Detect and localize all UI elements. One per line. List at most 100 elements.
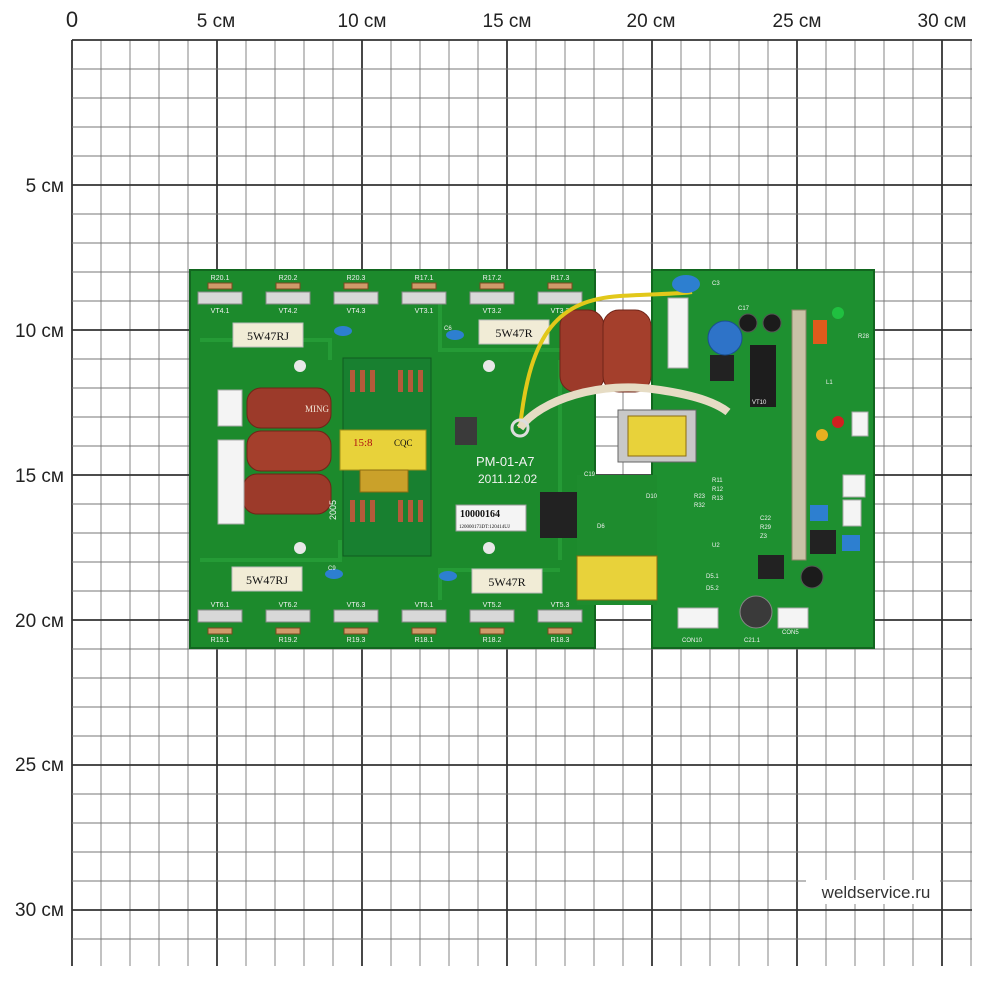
- silkscreen-label: U2: [712, 543, 720, 549]
- capacitor: [672, 275, 700, 293]
- connector: [851, 411, 869, 437]
- y-axis-labels: 5 см 10 см 15 см 20 см 25 см 30 см: [15, 176, 64, 921]
- silkscreen-labels: R23R32D10D6D5.1D5.2R11R12R13C22R29Z3L1VT…: [328, 281, 870, 644]
- silkscreen-label: R23: [694, 494, 706, 500]
- connector-label: CON5: [782, 630, 799, 636]
- mount-hole: [294, 542, 306, 554]
- connector-label: C6: [444, 326, 452, 332]
- watermark: weldservice.ru: [821, 883, 931, 902]
- silkscreen-label: D5.1: [706, 574, 719, 580]
- igbt-footprint: [265, 609, 311, 623]
- resistor-label: 5W47R: [488, 575, 525, 589]
- y-label-25: 25 см: [15, 755, 64, 776]
- x-label-20: 20 см: [627, 11, 676, 32]
- x-label-25: 25 см: [773, 11, 822, 32]
- thermistor: [455, 417, 477, 445]
- white-wire: [516, 383, 731, 431]
- silkscreen-label: R32: [694, 503, 706, 509]
- capacitor: [334, 326, 352, 336]
- capacitor: [439, 571, 457, 581]
- capacitor: [739, 595, 773, 629]
- silkscreen-label: D5.2: [706, 586, 719, 592]
- x-label-30: 30 см: [918, 11, 967, 32]
- trimmer: [842, 535, 860, 551]
- silkscreen-label: C22: [760, 516, 772, 522]
- mains-capacitors: [559, 309, 652, 393]
- x-label-0: 0: [66, 7, 78, 32]
- transistor-label: VT3.1: [415, 308, 434, 315]
- left-pcb: VT4.1R20.1VT4.2R20.2VT4.3R20.3VT3.1R17.1…: [189, 269, 596, 649]
- silkscreen-label: R11: [712, 478, 723, 484]
- resistor: [343, 627, 369, 635]
- igbt-footprint: [333, 291, 379, 305]
- igbt-footprint: [401, 609, 447, 623]
- capacitor-label: MING: [305, 404, 329, 414]
- mount-hole: [483, 542, 495, 554]
- y-label-5: 5 см: [26, 176, 64, 197]
- right-pcb: R23R32D10D6D5.1D5.2R11R12R13C22R29Z3L1VT…: [328, 269, 875, 649]
- connector-label: CON10: [682, 638, 703, 644]
- resistor: [207, 282, 233, 290]
- mount-hole: [294, 360, 306, 372]
- led: [832, 416, 844, 428]
- resistor: [343, 282, 369, 290]
- led: [813, 320, 827, 344]
- igbt-footprint: [469, 291, 515, 305]
- resistor: [479, 282, 505, 290]
- ceramic-resistor-bottom-mid: 5W47R: [471, 568, 543, 594]
- disc-capacitor: [707, 320, 743, 356]
- igbt-footprint: [537, 609, 583, 623]
- silkscreen-label: D6: [597, 524, 605, 530]
- igbt-footprint: [401, 291, 447, 305]
- silkscreen-label: D10: [646, 494, 658, 500]
- silkscreen-label: R28: [858, 334, 870, 340]
- igbt-footprint: [333, 609, 379, 623]
- silkscreen-label: C17: [738, 306, 750, 312]
- transistor-label: VT6.1: [211, 602, 230, 609]
- connector-left-top: [217, 389, 243, 427]
- silkscreen-label: VT10: [752, 400, 767, 406]
- igbt-footprint: [197, 609, 243, 623]
- resistor-label: R20.2: [279, 275, 298, 282]
- transistor-label: VT4.3: [347, 308, 366, 315]
- resistor: [547, 627, 573, 635]
- board-model: PM-01-A7: [476, 454, 535, 469]
- resistor-label: R17.1: [415, 275, 434, 282]
- mount-hole: [483, 360, 495, 372]
- resistor: [411, 627, 437, 635]
- resistor: [547, 282, 573, 290]
- ic-chip: [758, 555, 784, 579]
- connector: [842, 474, 866, 498]
- bottom-transistor-row: VT6.1R15.1VT6.2R19.2VT6.3R19.3VT5.1R18.1…: [197, 602, 583, 644]
- serial-number: 10000164: [460, 509, 500, 520]
- y-label-30: 30 см: [15, 900, 64, 921]
- resistor: [479, 627, 505, 635]
- ic-chip: [810, 530, 836, 554]
- board-edge-number: 2005: [328, 500, 338, 520]
- transistor-label: VT3.2: [483, 308, 502, 315]
- transistor-label: VT4.2: [279, 308, 298, 315]
- transistor-label: VT5.1: [415, 602, 434, 609]
- transformer-mark: CQC: [394, 438, 413, 448]
- igbt-footprint: [265, 291, 311, 305]
- capacitor: [446, 330, 464, 340]
- ic-chip: [710, 355, 734, 381]
- serial-sticker: 10000164 120000173DT:120414UJ: [455, 504, 527, 532]
- resistor-label: R20.1: [211, 275, 230, 282]
- x-label-15: 15 см: [483, 11, 532, 32]
- watermark-bg: [806, 880, 940, 904]
- y-label-20: 20 см: [15, 611, 64, 632]
- x-axis-labels: 0 5 см 10 см 15 см 20 см 25 см 30 см: [66, 7, 967, 32]
- transistor-label: VT3.3: [551, 308, 570, 315]
- resistor: [207, 627, 233, 635]
- transistor-label: VT6.3: [347, 602, 366, 609]
- igbt-footprint: [469, 609, 515, 623]
- capacitor: [738, 313, 758, 333]
- silkscreen-label: L1: [826, 380, 833, 386]
- transistor-label: VT5.3: [551, 602, 570, 609]
- resistor-label: 5W47RJ: [247, 329, 289, 343]
- silkscreen-label: R29: [760, 525, 772, 531]
- connector-label: C9: [328, 566, 336, 572]
- board-date: 2011.12.02: [478, 472, 537, 486]
